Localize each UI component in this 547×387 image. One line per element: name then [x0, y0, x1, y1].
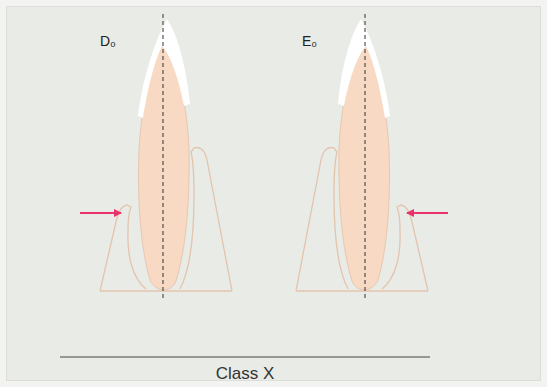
- view-label: E₀: [302, 33, 317, 49]
- background-panel: [6, 6, 541, 381]
- class-caption: Class X: [216, 364, 275, 384]
- view-label: D₀: [100, 33, 116, 49]
